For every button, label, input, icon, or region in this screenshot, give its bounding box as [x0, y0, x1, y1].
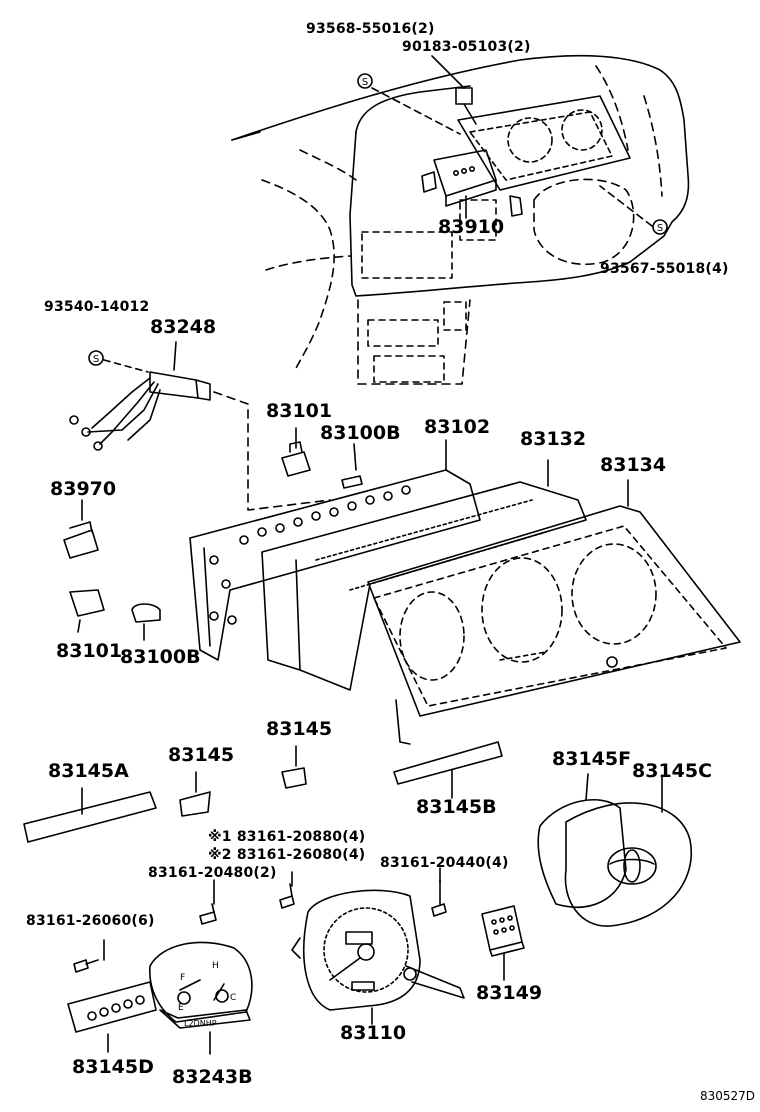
bulbs-and-sockets — [63, 427, 363, 641]
label-93567-55018: 93567-55018(4) — [600, 261, 729, 277]
label-83161-20880: ※1 83161-20880(4) — [208, 829, 366, 845]
label-83102: 83102 — [424, 416, 491, 438]
label-83100B-upper: 83100B — [320, 422, 401, 444]
label-83145-left: 83145 — [168, 744, 235, 766]
label-93540-14012: 93540-14012 — [44, 299, 150, 315]
label-90183-05103: 90183-05103(2) — [402, 39, 531, 55]
trim-pieces — [23, 741, 692, 927]
label-83145-center: 83145 — [266, 718, 333, 740]
fuel-full-mark: F — [180, 973, 185, 983]
label-83101-upper: 83101 — [266, 400, 333, 422]
dashboard-panel — [231, 54, 690, 385]
label-83100B-lower: 83100B — [120, 646, 201, 668]
label-83149: 83149 — [476, 982, 543, 1004]
screw-symbol: S — [362, 77, 368, 88]
label-83970: 83970 — [50, 478, 117, 500]
label-83161-26060: 83161-26060(6) — [26, 913, 155, 929]
label-83110: 83110 — [340, 1022, 407, 1044]
gauges-and-screws — [67, 867, 525, 1055]
label-83101-lower: 83101 — [56, 640, 123, 662]
screw-symbol: S — [93, 354, 99, 365]
label-83161-20440: 83161-20440(4) — [380, 855, 509, 871]
label-83243B: 83243B — [172, 1066, 253, 1088]
screw-marker-icon — [88, 350, 104, 366]
screw-marker-icon — [652, 219, 668, 235]
label-93568-55016: 93568-55016(2) — [306, 21, 435, 37]
label-83145F: 83145F — [552, 748, 632, 770]
label-83134: 83134 — [600, 454, 667, 476]
wiring-harness-83248 — [69, 341, 331, 511]
warning-panel-text: L2DNHP — [184, 1019, 217, 1028]
temp-cold-mark: C — [230, 993, 236, 1003]
diagram-reference-code: 830527D — [700, 1089, 756, 1103]
label-83161-26080: ※2 83161-26080(4) — [208, 847, 366, 863]
meter-cluster-assembly — [189, 439, 741, 745]
label-83145A: 83145A — [48, 760, 129, 782]
label-83132: 83132 — [520, 428, 587, 450]
label-83161-20480: 83161-20480(2) — [148, 865, 277, 881]
label-83145C: 83145C — [632, 760, 713, 782]
temp-hot-mark: H — [212, 961, 219, 971]
screw-symbol: S — [657, 223, 663, 234]
label-83248: 83248 — [150, 316, 217, 338]
label-83910: 83910 — [438, 216, 505, 238]
fuel-empty-mark: E — [178, 1003, 184, 1013]
label-83145B: 83145B — [416, 796, 497, 818]
screw-marker-icon — [357, 73, 373, 89]
label-83145D: 83145D — [72, 1056, 154, 1078]
